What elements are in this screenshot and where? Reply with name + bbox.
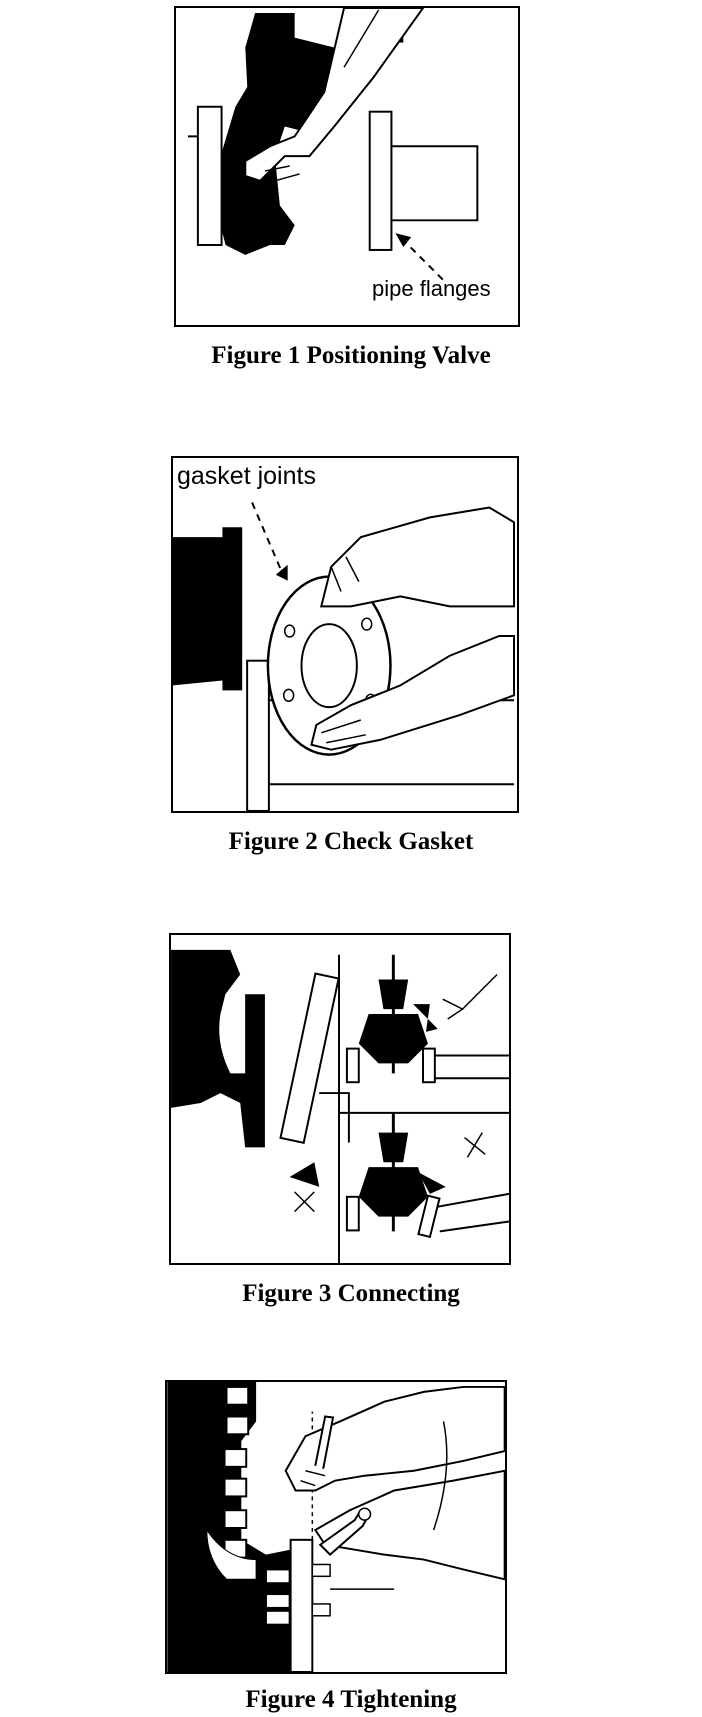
- figure-4-illustration: [165, 1380, 507, 1674]
- figure-1-illustration: pipe flanges: [174, 6, 520, 327]
- figure-2-caption: Figure 2 Check Gasket: [228, 828, 474, 855]
- check-gasket-drawing: [173, 502, 516, 811]
- pipe-flanges-label: pipe flanges: [372, 276, 491, 301]
- figure-3-illustration: [169, 933, 511, 1265]
- connecting-drawing: [171, 949, 509, 1263]
- figure-1-caption: Figure 1 Positioning Valve: [211, 342, 491, 369]
- figure-2-illustration: gasket joints: [171, 456, 519, 813]
- tightening-drawing: [167, 1382, 505, 1672]
- figure-4-caption: Figure 4 Tightening: [245, 1686, 457, 1713]
- gasket-joints-label: gasket joints: [177, 462, 316, 490]
- figure-3-caption: Figure 3 Connecting: [242, 1280, 460, 1307]
- positioning-valve-drawing: [188, 8, 479, 281]
